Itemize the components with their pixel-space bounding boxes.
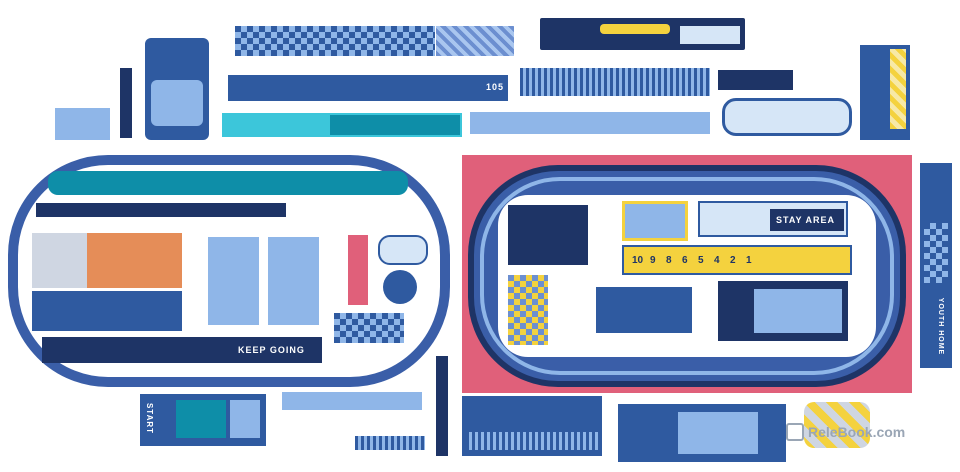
hopscotch-strip: 10 9 8 6 5 4 2 1 [622,245,852,275]
left-track-brick-area [32,233,182,288]
infield-tennis-court [718,281,848,341]
panel-fitness-strip: 105 [228,75,508,101]
left-track-maze-panel [378,235,428,265]
hopscotch-number: 10 [632,255,644,266]
start-label: START [145,402,155,435]
hopscotch-number: 6 [682,255,688,266]
left-track-maze [383,270,417,304]
hopscotch-number: 4 [714,255,720,266]
panel-bottom-stripe [355,436,425,450]
left-track-color-grid [334,313,404,343]
left-track-cross-panel [32,291,182,331]
hopscotch-number: 2 [730,255,736,266]
youth-home-label: YOUTH HOME [937,297,945,356]
panel-narrow-vertical [120,68,132,138]
tennis-court-left [206,235,261,327]
panel-youth-home: YOUTH HOME [920,163,952,368]
infield-tennis-surface [754,289,842,333]
infield-game-court [594,285,694,335]
watermark-text: ReleBook.com [808,424,906,440]
hopscotch-number: 1 [746,255,752,266]
control-panel [540,18,745,50]
hopscotch-number: 8 [666,255,672,266]
right-track-infield: STAY AREA 10 9 8 6 5 4 2 1 [498,195,876,357]
infield-checker-patch [508,275,548,345]
left-track-pink-lane [348,235,368,305]
watermark-logo-icon [786,423,804,441]
panel-bottom-court-surface [678,412,758,454]
panel-bottom-lanes [462,396,602,456]
panel-bottom-lanes-stripes [466,432,598,450]
right-track-lane [480,177,894,375]
infield-court-yellow [622,201,688,241]
left-track-orange-court [87,233,182,288]
panel-bottom-lane [282,392,422,410]
pattern-panel-checker [235,26,435,56]
panel-vertical-right [860,45,910,140]
control-panel-buttons [680,26,740,44]
infield-building-grid [508,205,588,265]
keep-going-label: KEEP GOING [238,345,305,355]
tennis-court-right [266,235,321,327]
right-track-body: STAY AREA 10 9 8 6 5 4 2 1 [468,165,906,387]
panel-rounded [722,98,852,136]
pattern-panel-diagonal [436,26,514,56]
panel-tall-left-screen [151,80,203,126]
panel-bottom-court [618,404,786,462]
stay-area-plate: STAY AREA [770,209,844,231]
stay-area-label: STAY AREA [776,215,836,225]
right-track-outer: STAY AREA 10 9 8 6 5 4 2 1 [462,155,912,393]
panel-light-strip [470,112,710,134]
hopscotch-number: 5 [698,255,704,266]
panel-bottom-tall [436,356,448,456]
panel-teal-strip [330,115,460,135]
panel-youth-checker [924,223,948,283]
panel-tall-left [145,38,209,140]
panel-start: START [140,394,266,446]
panel-barcode-strip [520,68,710,96]
panel-icon-grid [55,108,110,140]
left-track: KEEP GOING [8,155,450,387]
number-label: 105 [486,82,505,92]
panel-small-strip [718,70,793,90]
panel-vertical-right-accent [890,49,906,129]
left-track-runway [36,203,286,217]
panel-bottom-diagonal [804,402,870,448]
panel-start-court [176,400,226,438]
left-track-inner-lane [20,167,438,375]
hopscotch-number: 9 [650,255,656,266]
watermark: ReleBook.com [786,420,926,444]
panel-start-side [230,400,260,438]
infield-stay-panel: STAY AREA [698,201,848,237]
left-track-bottom-bar: KEEP GOING [42,337,322,363]
left-track-top-bar [48,171,408,195]
control-panel-accent [600,24,670,34]
panel-top-row: 105 [0,0,960,150]
